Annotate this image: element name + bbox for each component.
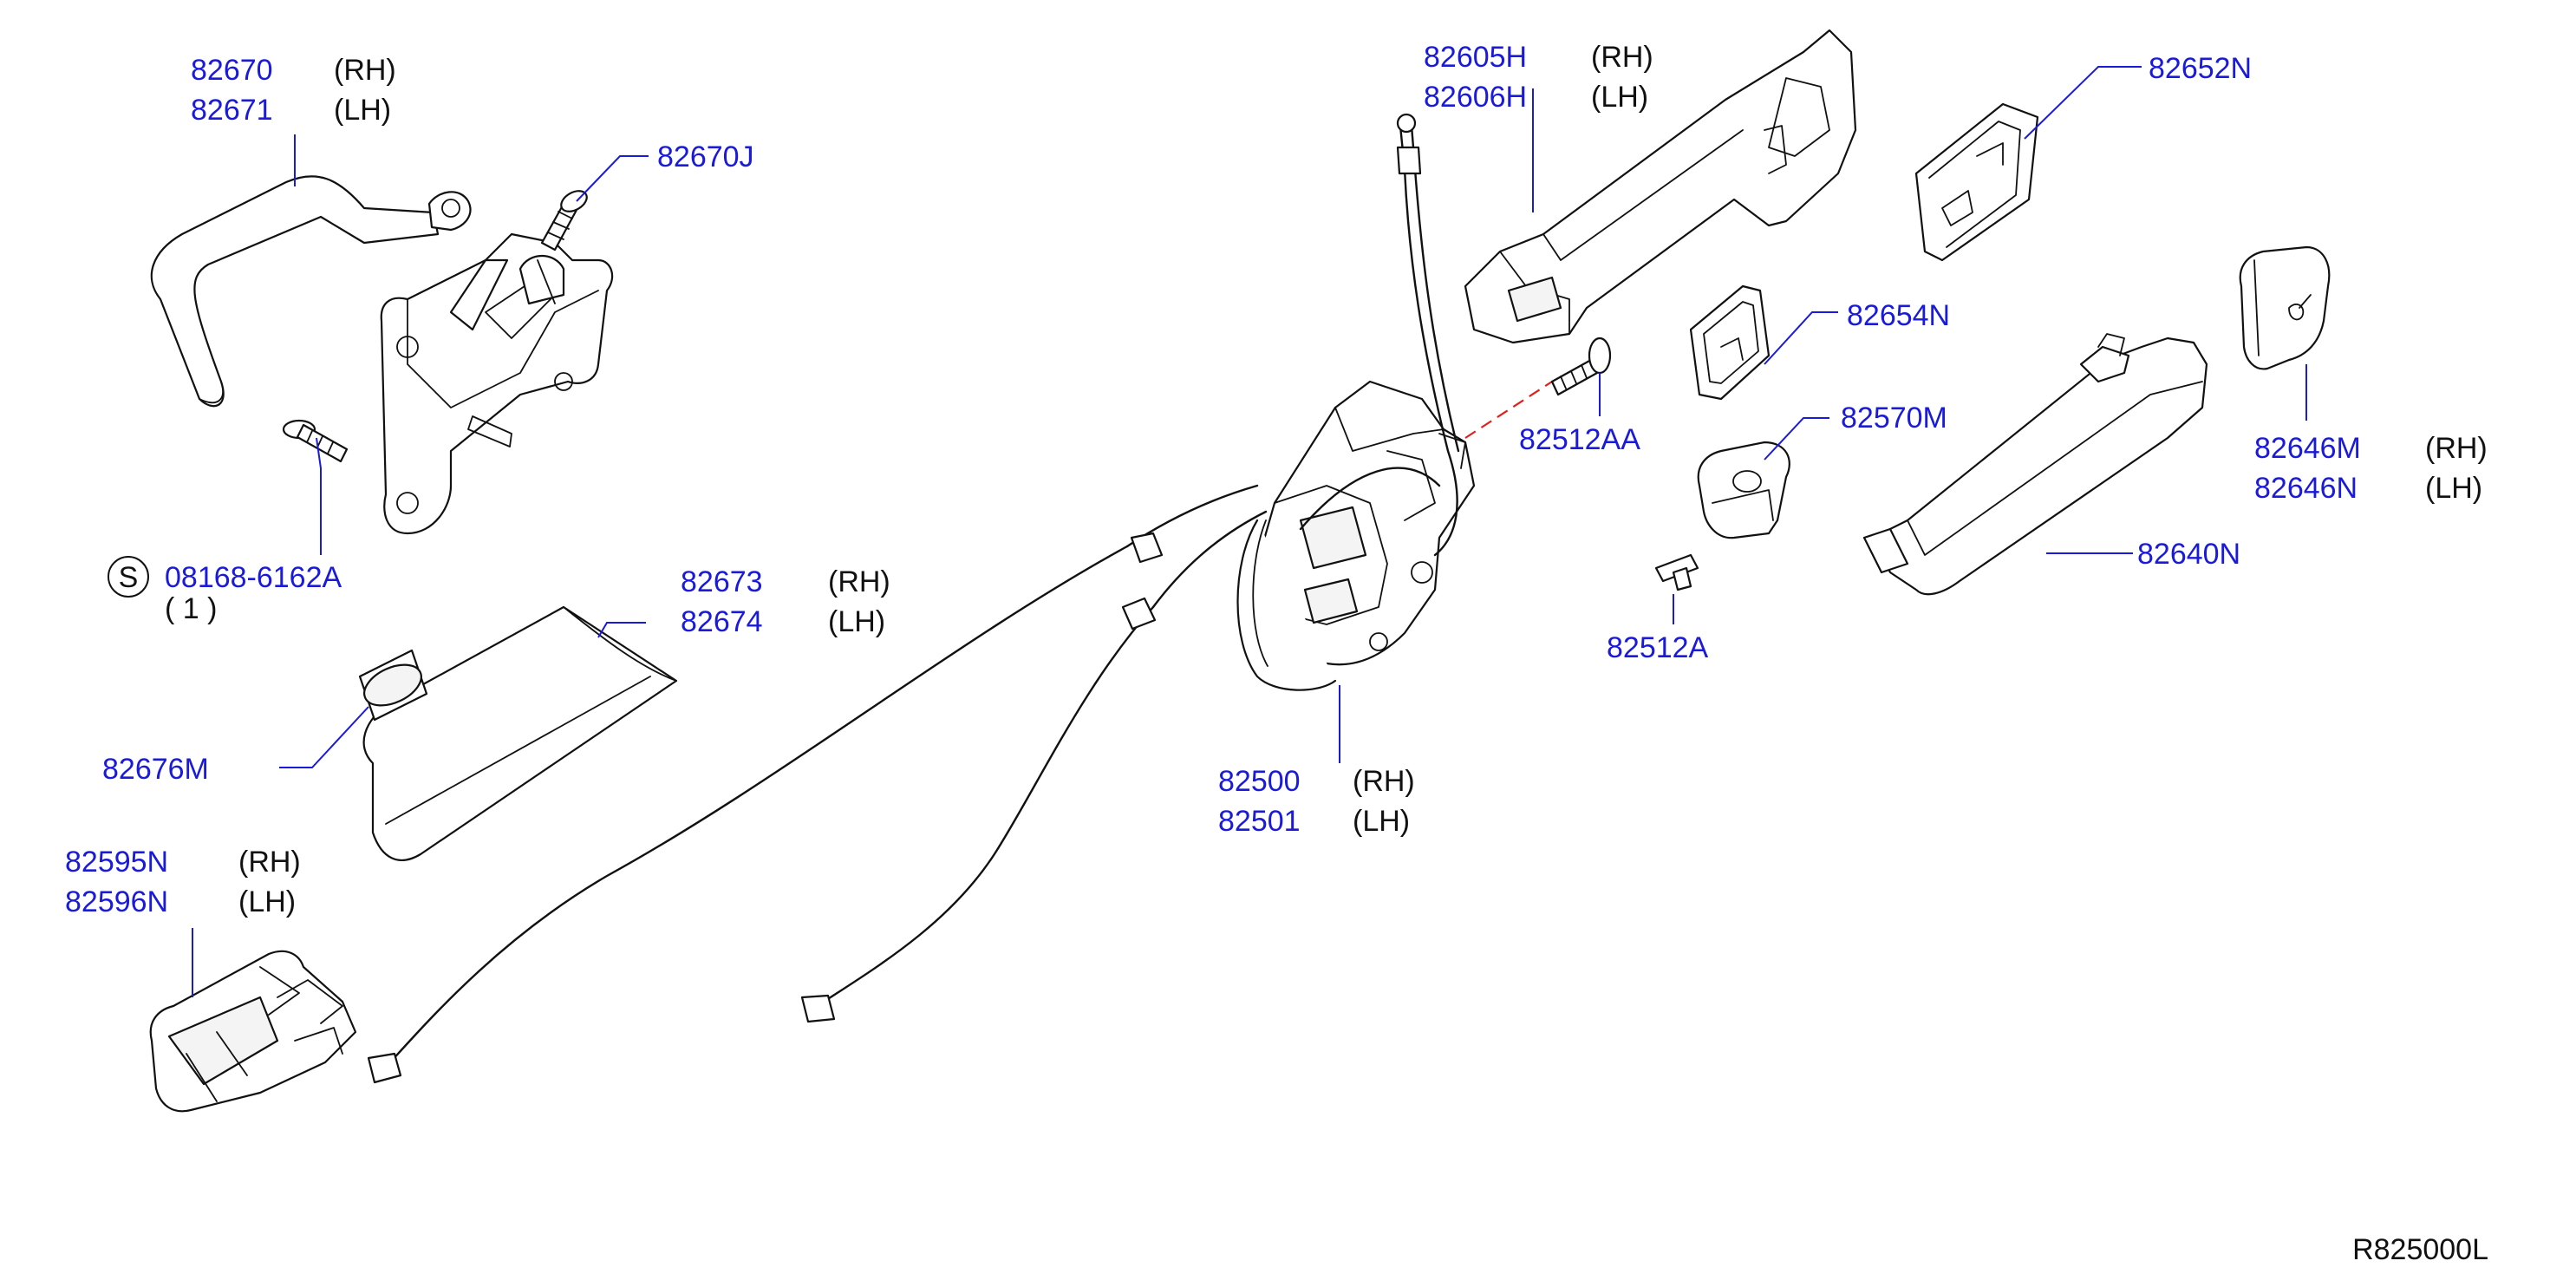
callout-08168-6162a: S 08168-6162A ( 1 ) bbox=[108, 556, 342, 625]
side-label-lh: (LH) bbox=[334, 94, 391, 127]
key-cylinder-cover bbox=[2239, 245, 2331, 370]
bolt-82512aa bbox=[1550, 336, 1612, 396]
side-label-lh: (LH) bbox=[238, 885, 296, 918]
quantity: ( 1 ) bbox=[165, 592, 217, 625]
bolt-08168-6162a bbox=[282, 419, 349, 463]
gasket-82652n bbox=[1914, 102, 2039, 262]
inside-handle-lever bbox=[150, 175, 472, 408]
callout-82670: 82670 (RH) 82671 (LH) bbox=[191, 54, 396, 127]
callout-82500: 82500 (RH) 82501 (LH) bbox=[1218, 765, 1415, 838]
part-number: 82676M bbox=[102, 753, 209, 786]
outside-handle-bracket bbox=[1464, 29, 1857, 344]
callout-82670j: 82670J bbox=[657, 140, 754, 173]
part-number: 82640N bbox=[2137, 538, 2240, 571]
seal-82676m bbox=[358, 649, 428, 722]
part-number-rh: 82595N bbox=[65, 846, 168, 879]
diagram-code: R825000L bbox=[2352, 1233, 2488, 1266]
part-number: 82670J bbox=[657, 140, 754, 173]
inside-handle-bracket bbox=[380, 232, 614, 535]
side-label-rh: (RH) bbox=[334, 54, 396, 87]
callout-82652n: 82652N bbox=[2149, 52, 2252, 85]
assembly-guide-line bbox=[1464, 381, 1553, 439]
side-label-rh: (RH) bbox=[1353, 765, 1415, 798]
part-number-lh: 82501 bbox=[1218, 805, 1301, 838]
part-number-lh: 82646N bbox=[2254, 472, 2358, 505]
side-label-rh: (RH) bbox=[238, 846, 301, 879]
standard-part-symbol bbox=[108, 556, 149, 598]
inside-handle-housing bbox=[149, 950, 357, 1113]
callout-82570m: 82570M bbox=[1841, 402, 1947, 434]
callout-82605h: 82605H (RH) 82606H (LH) bbox=[1424, 41, 1653, 114]
part-number-lh: 82674 bbox=[681, 605, 763, 638]
outside-handle-82640n bbox=[1862, 333, 2208, 596]
side-label-lh: (LH) bbox=[1591, 81, 1648, 114]
leader-lines bbox=[192, 66, 2307, 997]
part-number-rh: 82605H bbox=[1424, 41, 1527, 74]
screw-82670j bbox=[540, 190, 588, 252]
part-number-rh: 82646M bbox=[2254, 432, 2361, 465]
part-number: 82512A bbox=[1607, 631, 1709, 664]
part-number-lh: 82596N bbox=[65, 885, 168, 918]
screw-82512a bbox=[1654, 553, 1699, 591]
callout-82512aa: 82512AA bbox=[1519, 423, 1640, 456]
part-number-lh: 82606H bbox=[1424, 81, 1527, 114]
door-lock-actuator bbox=[1236, 380, 1476, 691]
part-number-rh: 82673 bbox=[681, 565, 763, 598]
part-number: 82652N bbox=[2149, 52, 2252, 85]
standard-part-symbol-letter: S bbox=[119, 561, 139, 594]
callout-82654n: 82654N bbox=[1847, 299, 1950, 332]
gasket-82654n bbox=[1689, 284, 1771, 401]
part-number-rh: 82500 bbox=[1218, 765, 1301, 798]
side-label-lh: (LH) bbox=[2425, 472, 2482, 505]
side-label-lh: (LH) bbox=[1353, 805, 1410, 838]
part-number: 82654N bbox=[1847, 299, 1950, 332]
side-label-rh: (RH) bbox=[2425, 432, 2488, 465]
callout-82673: 82673 (RH) 82674 (LH) bbox=[681, 565, 890, 638]
part-number-rh: 82670 bbox=[191, 54, 273, 87]
part-number: 08168-6162A bbox=[165, 561, 342, 594]
side-label-lh: (LH) bbox=[828, 605, 885, 638]
part-number-lh: 82671 bbox=[191, 94, 273, 127]
callout-82676m: 82676M bbox=[102, 753, 209, 786]
side-label-rh: (RH) bbox=[828, 565, 890, 598]
callout-82646m: 82646M (RH) 82646N (LH) bbox=[2254, 432, 2488, 505]
escutcheon bbox=[362, 605, 678, 861]
callout-82512a: 82512A bbox=[1607, 631, 1709, 664]
striker-82570m bbox=[1697, 441, 1790, 539]
side-label-rh: (RH) bbox=[1591, 41, 1653, 74]
part-number: 82570M bbox=[1841, 402, 1947, 434]
callout-82595n: 82595N (RH) 82596N (LH) bbox=[65, 846, 301, 918]
callout-82640n: 82640N bbox=[2137, 538, 2240, 571]
control-cables bbox=[367, 113, 1460, 1084]
part-number: 82512AA bbox=[1519, 423, 1640, 456]
